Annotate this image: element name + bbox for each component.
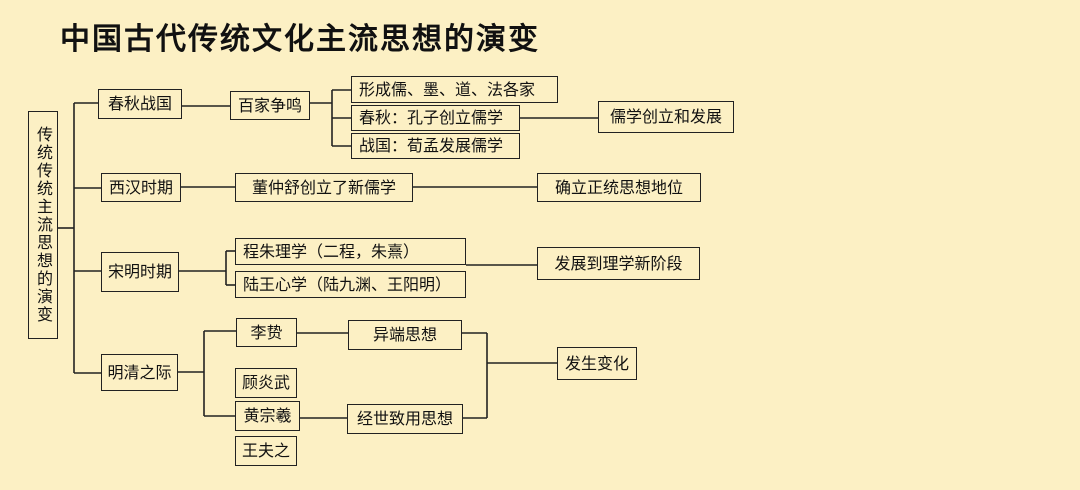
period-xihan: 西汉时期 (101, 173, 181, 202)
node-baijia: 百家争鸣 (230, 91, 310, 120)
node-ruxue-chuangli: 儒学创立和发展 (598, 101, 734, 133)
period-songming: 宋明时期 (101, 252, 179, 292)
node-xunmeng: 战国：荀孟发展儒学 (351, 133, 520, 159)
node-guyanwu: 顾炎武 (235, 368, 297, 398)
period-chunqiu: 春秋战国 (98, 89, 182, 119)
node-kongzi: 春秋：孔子创立儒学 (351, 105, 520, 131)
node-xingcheng: 形成儒、墨、道、法各家 (351, 76, 558, 103)
node-fazhan: 发展到理学新阶段 (537, 247, 700, 280)
node-luwang: 陆王心学（陆九渊、王阳明） (235, 271, 466, 298)
node-huangzongxi: 黄宗羲 (235, 401, 300, 431)
node-lizhi: 李贽 (236, 318, 297, 347)
node-dongzhongshu: 董仲舒创立了新儒学 (235, 173, 413, 202)
node-wangfuzhi: 王夫之 (235, 436, 297, 466)
node-yiduan: 异端思想 (348, 320, 462, 350)
node-queli: 确立正统思想地位 (537, 173, 701, 202)
period-mingqing: 明清之际 (101, 354, 178, 391)
node-jingshi: 经世致用思想 (347, 404, 463, 434)
root-node: 传统传统主流思想的演变 (28, 111, 58, 339)
node-fasheng: 发生变化 (557, 347, 637, 380)
page-title: 中国古代传统文化主流思想的演变 (60, 22, 540, 57)
node-chengzhu: 程朱理学（二程，朱熹） (235, 238, 466, 265)
